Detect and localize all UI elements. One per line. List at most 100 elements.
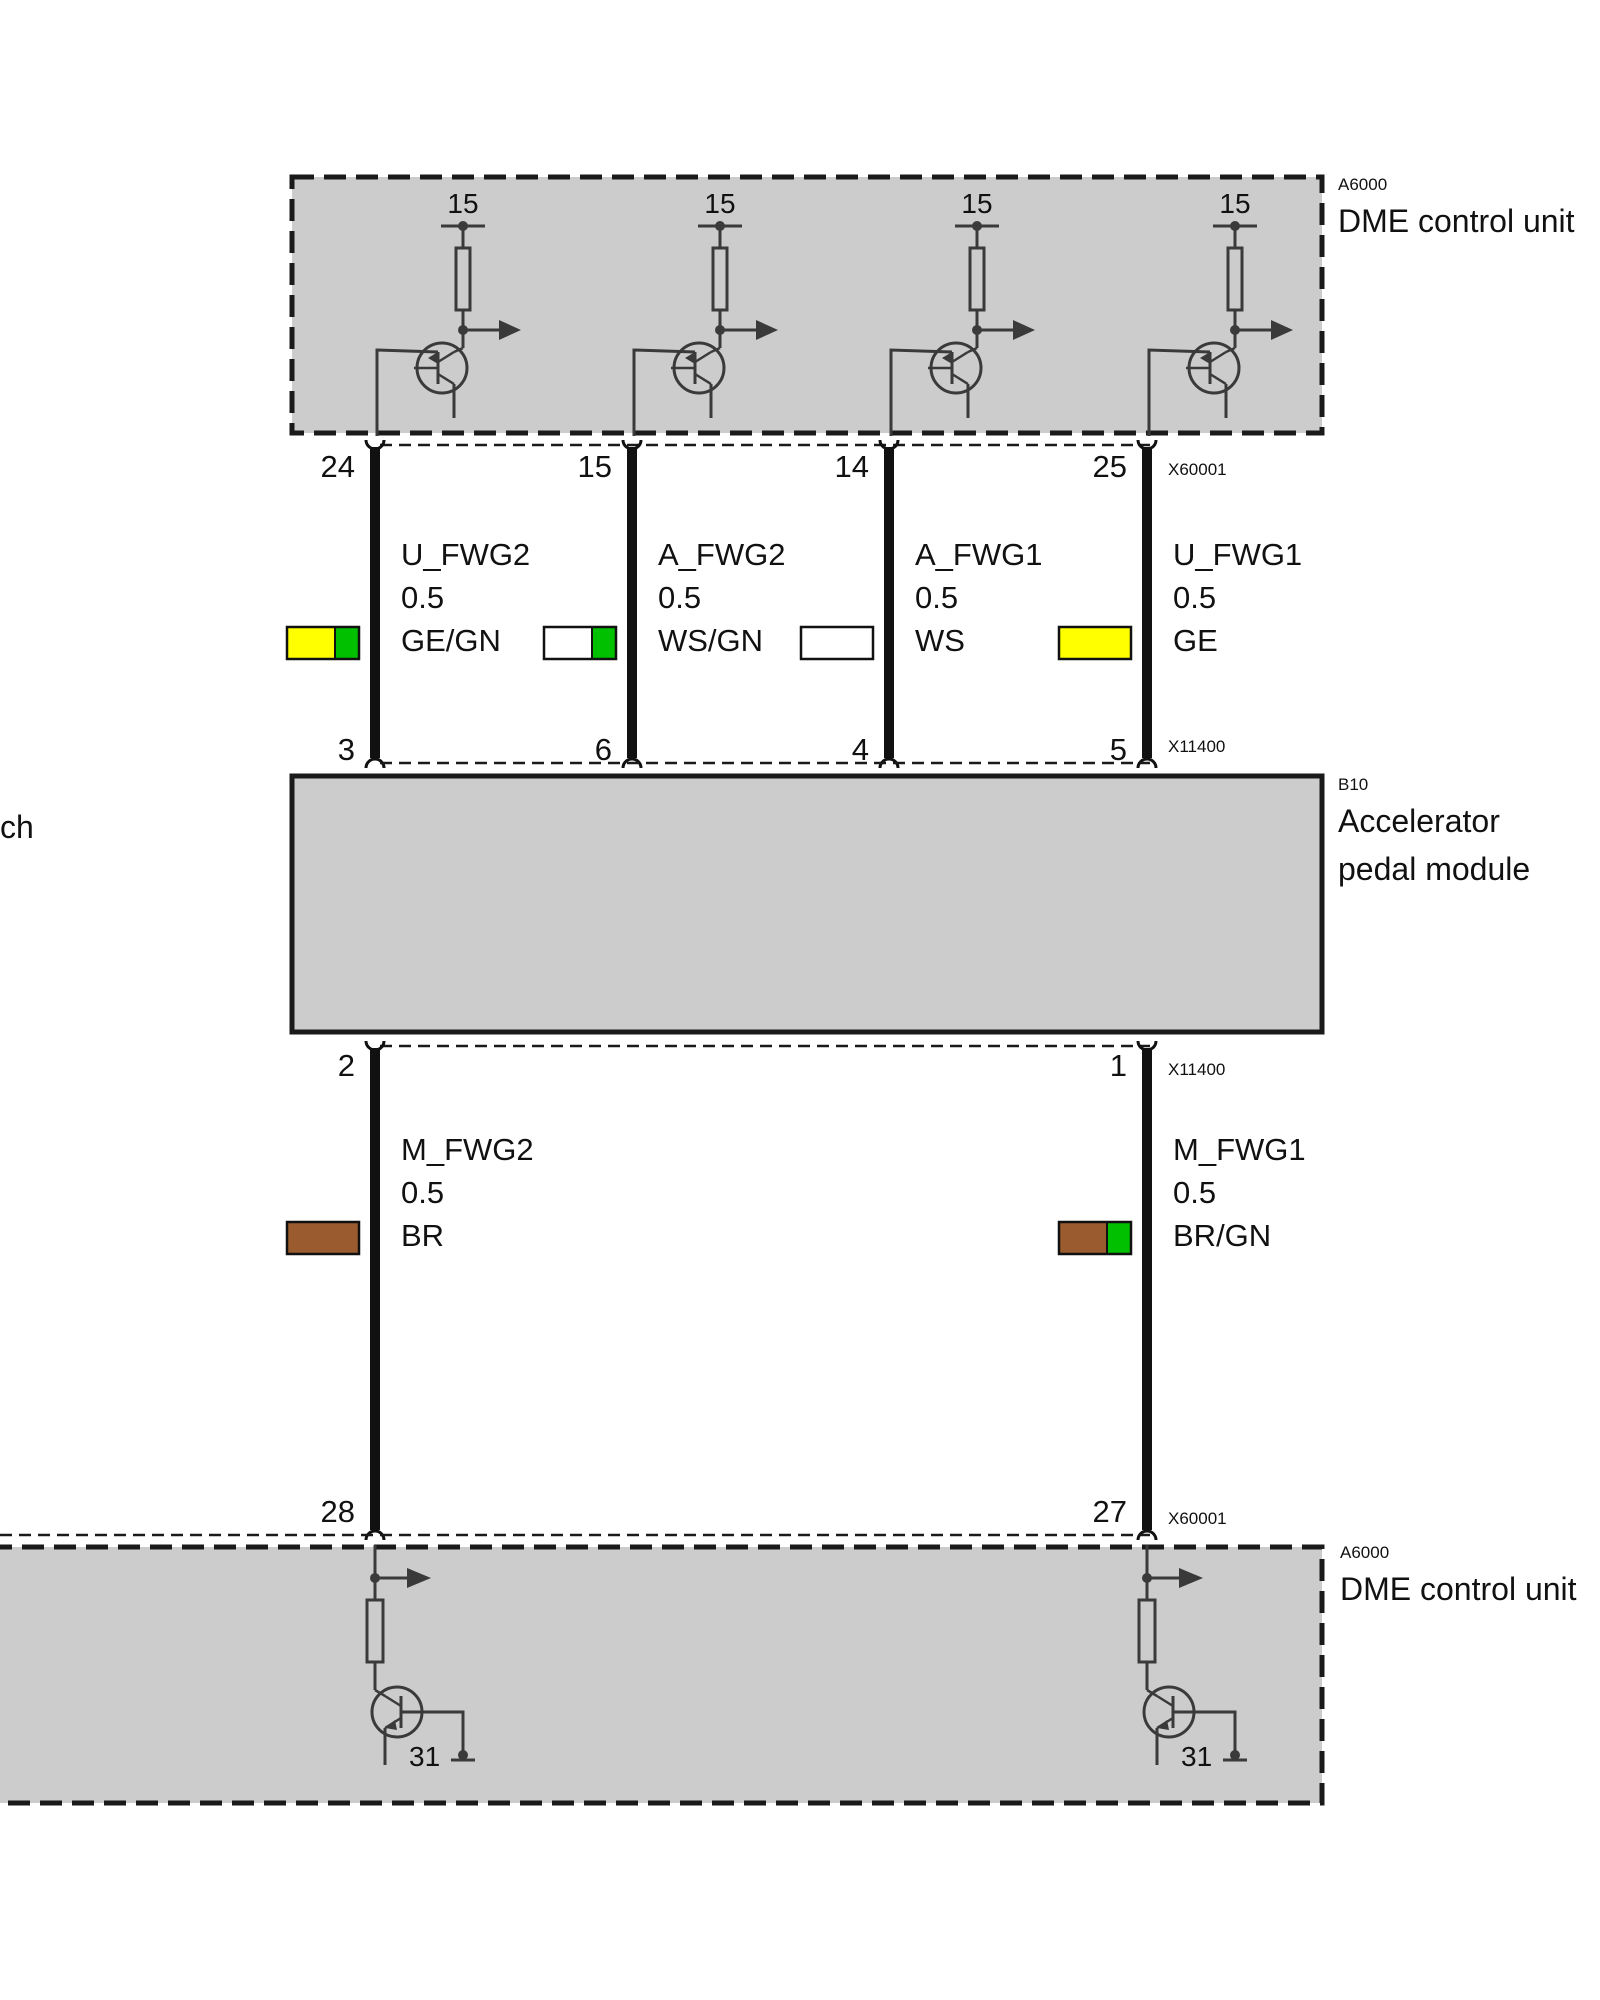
pin-link-line (889, 348, 953, 436)
pedal-module-code: B10 (1338, 775, 1368, 794)
connector-x60001-top-label: X60001 (1168, 460, 1227, 479)
wire-signal-name: M_FWG1 (1173, 1132, 1306, 1167)
transistor-emitter (694, 372, 712, 386)
dme-bottom-code: A6000 (1340, 1543, 1389, 1562)
dme-top-name: DME control unit (1338, 203, 1575, 239)
wire-color-code: WS (915, 623, 965, 658)
emitter-arrow-icon (1157, 1720, 1169, 1730)
dme-top-circuits: 15 15 15 15 (375, 188, 1293, 436)
wire-gauge: 0.5 (658, 580, 701, 615)
output-arrow-icon (1271, 320, 1293, 340)
collector-join (1146, 1688, 1158, 1698)
upper-wire-a_fwg2: 15 6 A_FWG2 0.5WS/GN (542, 439, 785, 769)
pedal-pin-number: 4 (852, 732, 869, 767)
output-arrow-icon (499, 320, 521, 340)
wire-gauge: 0.5 (1173, 580, 1216, 615)
top-circuit-2: 15 (632, 188, 778, 436)
wire-signal-name: U_FWG1 (1173, 537, 1302, 572)
collector-join (453, 346, 464, 354)
pedal-module-name-line1: Accelerator (1338, 803, 1500, 839)
wire-color-code: GE/GN (401, 623, 501, 658)
pedal-pin-number: 2 (338, 1048, 355, 1083)
transistor-collector (694, 350, 712, 364)
collector-join (967, 346, 978, 354)
ground-terminal-label: 31 (1181, 1741, 1212, 1772)
wire-signal-name: A_FWG2 (658, 537, 785, 572)
collector-join (1225, 346, 1236, 354)
supply-terminal-label: 15 (1219, 188, 1250, 219)
dme-top-code: A6000 (1338, 175, 1387, 194)
pin-link-line (1147, 348, 1211, 436)
dme-pin-number: 27 (1093, 1494, 1127, 1529)
wire-color-swatch-primary (801, 627, 873, 659)
input-arrow-icon (1179, 1568, 1203, 1588)
wire-signal-name: U_FWG2 (401, 537, 530, 572)
transistor-collector (1209, 350, 1227, 364)
pin-socket-bottom (621, 757, 643, 769)
connector-x60001-bottom-label: X60001 (1168, 1509, 1227, 1528)
top-circuit-3: 15 (889, 188, 1035, 436)
pin-link-line (375, 348, 439, 436)
wire-color-swatch-stripe (1107, 1222, 1131, 1254)
dme-bottom-circuits: 31 31 (365, 1545, 1247, 1772)
wire-color-swatch-border (1057, 1220, 1133, 1256)
transistor-emitter (437, 372, 455, 386)
dme-pin-number: 15 (578, 449, 612, 484)
transistor-collector (437, 350, 455, 364)
supply-terminal-label: 15 (961, 188, 992, 219)
wire-color-swatch-stripe (592, 627, 616, 659)
emitter-arrow-icon (685, 352, 695, 364)
upper-wire-harness: 243U_FWG20.5GE/GN156A_FWG20.5WS/GN144A_F… (285, 439, 1302, 769)
wire-color-code: BR (401, 1218, 444, 1253)
dme-pin-number: 24 (321, 449, 355, 484)
dme-top-module: A6000 DME control unit 15 15 15 15 (289, 174, 1575, 436)
ground-terminal-label: 31 (409, 1741, 440, 1772)
wire-color-swatch-border (1057, 625, 1133, 661)
pin-socket-bottom (878, 757, 900, 769)
lower-wire-harness: 2 28 M_FWG2 0.5BR 1 27 M_FWG1 0.5BR/GN (285, 1040, 1306, 1541)
wire-color-code: WS/GN (658, 623, 763, 658)
wire-color-swatch-border (285, 1220, 361, 1256)
ground-node (458, 1750, 468, 1760)
pedal-module-name-line2: pedal module (1338, 851, 1530, 887)
supply-terminal-label: 15 (447, 188, 478, 219)
wire-gauge: 0.5 (1173, 1175, 1216, 1210)
pedal-pin-number: 5 (1110, 732, 1127, 767)
output-arrow-icon (756, 320, 778, 340)
wire-color-swatch-primary (287, 1222, 359, 1254)
pin-socket-bottom (364, 1529, 386, 1541)
wire-color-swatch-border (285, 625, 361, 661)
transistor-emitter (951, 372, 969, 386)
emitter-arrow-icon (385, 1720, 397, 1730)
wire-color-code: BR/GN (1173, 1218, 1271, 1253)
bottom-circuit-2: 31 (1137, 1545, 1247, 1772)
pedal-pin-number: 6 (595, 732, 612, 767)
dme-pin-number: 28 (321, 1494, 355, 1529)
wire-color-swatch-border (799, 625, 875, 661)
wire-color-swatch-stripe (335, 627, 359, 659)
transistor-collector (951, 350, 969, 364)
ground-node (1230, 1750, 1240, 1760)
input-arrow-icon (407, 1568, 431, 1588)
connector-x11400-top-label: X11400 (1168, 737, 1225, 756)
pin-socket-bottom (364, 757, 386, 769)
wire-gauge: 0.5 (401, 580, 444, 615)
pedal-pin-number: 1 (1110, 1048, 1127, 1083)
left-cut-label: ch (0, 809, 34, 845)
pin-socket-bottom (1136, 1529, 1158, 1541)
wire-color-swatch-border (542, 625, 618, 661)
dme-pin-number: 25 (1093, 449, 1127, 484)
supply-terminal-label: 15 (704, 188, 735, 219)
pin-socket-bottom (1136, 757, 1158, 769)
pin-link-line (632, 348, 696, 436)
emitter-arrow-icon (942, 352, 952, 364)
wire-gauge: 0.5 (401, 1175, 444, 1210)
top-circuit-4: 15 (1147, 188, 1293, 436)
transistor-collector (384, 1694, 402, 1708)
wire-signal-name: M_FWG2 (401, 1132, 534, 1167)
base-drive-line (1173, 1710, 1237, 1755)
